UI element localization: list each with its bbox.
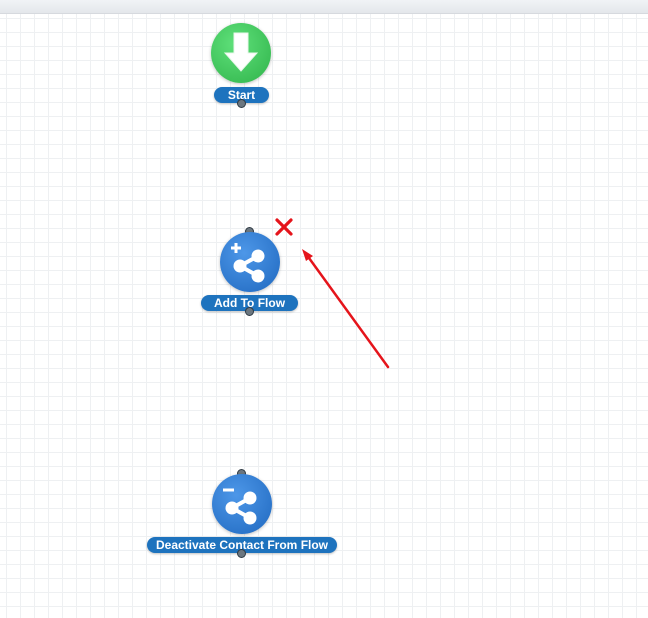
share-minus-icon[interactable] <box>212 474 272 534</box>
node-start-output-port[interactable] <box>237 99 246 108</box>
node-start-label[interactable]: Start <box>214 87 269 103</box>
top-toolbar-edge <box>0 0 648 14</box>
share-plus-icon[interactable] <box>220 232 280 292</box>
close-icon[interactable] <box>274 217 294 237</box>
node-add-to-flow-output-port[interactable] <box>245 307 254 316</box>
node-deactivate-label[interactable]: Deactivate Contact From Flow <box>147 537 337 553</box>
flow-canvas[interactable] <box>0 14 648 618</box>
node-deactivate-output-port[interactable] <box>237 549 246 558</box>
node-add-to-flow-label[interactable]: Add To Flow <box>201 295 298 311</box>
arrow-down-icon[interactable] <box>211 23 271 83</box>
